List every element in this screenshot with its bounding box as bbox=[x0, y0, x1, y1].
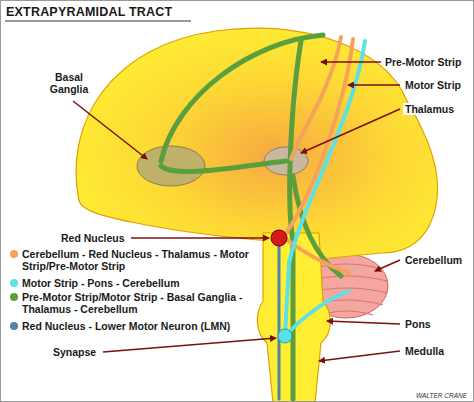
red-nucleus-shape bbox=[271, 230, 287, 246]
signature: WALTER CRANE bbox=[414, 390, 469, 402]
basal-ganglia-shape bbox=[137, 146, 205, 186]
part-label: Medulla bbox=[403, 345, 446, 357]
legend-text: Cerebellum - Red Nucleus - Thalamus - Mo… bbox=[22, 248, 260, 272]
synapse-dot bbox=[278, 329, 292, 343]
legend-swatch bbox=[10, 293, 18, 301]
legend-item: Red Nucleus - Lower Motor Neuron (LMN) bbox=[10, 320, 260, 332]
part-label: Pons bbox=[403, 318, 433, 330]
part-label: Thalamus bbox=[403, 103, 456, 115]
leader-lines bbox=[73, 62, 400, 361]
part-label: Pre-Motor Strip bbox=[383, 56, 463, 68]
diagram-title: EXTRAPYRAMIDAL TRACT bbox=[6, 5, 172, 19]
legend-swatch bbox=[10, 322, 18, 330]
title-rule bbox=[5, 21, 191, 22]
legend-item: Motor Strip - Pons - Cerebellum bbox=[10, 277, 260, 289]
legend-item: Cerebellum - Red Nucleus - Thalamus - Mo… bbox=[10, 248, 260, 272]
part-label: Motor Strip bbox=[403, 79, 463, 91]
part-label: Basal Ganglia bbox=[39, 71, 99, 95]
part-label: Red Nucleus bbox=[59, 232, 127, 244]
legend-swatch bbox=[10, 250, 18, 258]
legend-swatch bbox=[10, 279, 18, 287]
legend-text: Red Nucleus - Lower Motor Neuron (LMN) bbox=[22, 320, 260, 332]
legend-item: Pre-Motor Strip/Motor Strip - Basal Gang… bbox=[10, 291, 260, 315]
part-label: Cerebellum bbox=[403, 254, 464, 266]
legend-text: Pre-Motor Strip/Motor Strip - Basal Gang… bbox=[22, 291, 260, 315]
legend-text: Motor Strip - Pons - Cerebellum bbox=[22, 277, 260, 289]
part-label: Synapse bbox=[51, 346, 98, 358]
